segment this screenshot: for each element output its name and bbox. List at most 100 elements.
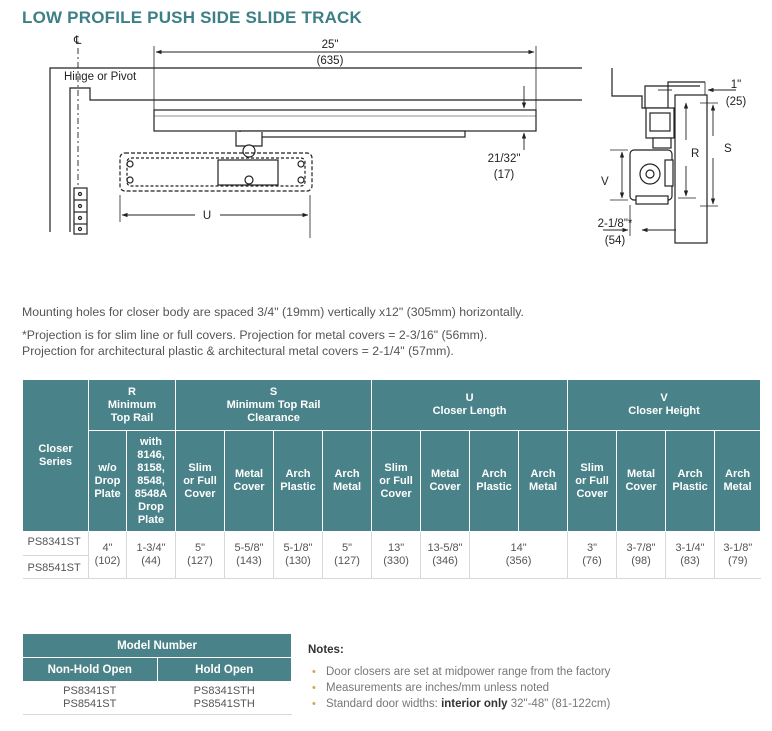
- dim-21-32-mm: (17): [494, 169, 515, 181]
- text-line: 1-3/4": [136, 542, 166, 554]
- series-item: PS8541ST: [27, 562, 81, 574]
- dim-1-mm: (25): [726, 96, 747, 108]
- value-s-metal: 5-5/8"(143): [224, 531, 274, 579]
- text-line: Minimum: [107, 398, 157, 411]
- text-line: Cover: [625, 481, 657, 493]
- centerline-symbol: ℄: [73, 35, 82, 47]
- text-line: (76): [582, 555, 602, 567]
- text-line: Cover: [184, 487, 216, 500]
- text-line: Metal: [528, 481, 558, 493]
- text-line: Arch: [677, 468, 703, 480]
- text-line: Slim: [188, 461, 212, 474]
- text-line: 3-1/8": [723, 542, 753, 554]
- text-line: w/o: [98, 461, 117, 474]
- text-line: (98): [631, 555, 651, 567]
- text-line: Clearance: [247, 411, 300, 424]
- text-line: S: [269, 385, 278, 398]
- text-line: Metal: [430, 468, 460, 480]
- closer-arm: [235, 132, 263, 147]
- text-line: 14": [510, 542, 527, 554]
- value-v-arch-plastic: 3-1/4"(83): [665, 531, 716, 579]
- text-line: U: [465, 392, 474, 404]
- text-line: (330): [383, 555, 409, 567]
- text-line: Minimum Top Rail: [226, 398, 321, 411]
- note-emphasis: interior only: [441, 698, 508, 710]
- text-line: 3": [587, 542, 598, 554]
- text-line: or Full: [379, 474, 413, 487]
- text-line: 13-5/8": [427, 542, 463, 554]
- text-line: Cover: [576, 487, 608, 500]
- dim-2-1-8-inch: 2-1/8"*: [598, 218, 633, 230]
- closer-body: [119, 152, 313, 192]
- text-line: Drop: [94, 474, 121, 487]
- text-line: Arch: [285, 468, 311, 480]
- text-line: Metal: [234, 468, 264, 480]
- frame-outline: [49, 67, 582, 232]
- hinge-label: Hinge or Pivot: [64, 71, 137, 83]
- text-line: 5": [194, 542, 206, 554]
- page-title: LOW PROFILE PUSH SIDE SLIDE TRACK: [22, 8, 363, 27]
- text-line: Slim: [580, 461, 604, 474]
- dim-u-label: U: [203, 210, 211, 222]
- text-line: (356): [505, 555, 532, 567]
- text-line: (143): [236, 555, 262, 567]
- table-row: PS8341ST PS8541ST 4"(102) 1-3/4"(44) 5"(…: [22, 531, 761, 579]
- list-item: Door closers are set at midpower range f…: [308, 664, 758, 680]
- note-text: Measurements are inches/mm unless noted: [326, 682, 550, 694]
- text-line: Drop: [138, 500, 164, 513]
- text-line: Cover: [233, 481, 265, 493]
- text-line: (102): [94, 555, 121, 567]
- text-line: Metal: [332, 481, 362, 493]
- dim-v-label: V: [601, 176, 609, 188]
- text-line: PS8541STH: [193, 698, 255, 710]
- text-line: (79): [728, 555, 748, 567]
- text-line: or Full: [575, 474, 609, 487]
- value-s-arch-plastic: 5-1/8"(130): [273, 531, 323, 579]
- text-line: Plate: [94, 487, 121, 500]
- text-line: Plastic: [476, 481, 512, 493]
- notes-section: Notes: Door closers are set at midpower …: [308, 644, 758, 712]
- model-number-table: Model Number Non-Hold Open Hold Open PS8…: [22, 633, 292, 715]
- text-line: (346): [432, 555, 458, 567]
- note-text: 32"-48" (81-122cm): [507, 698, 611, 710]
- text-line: 3-7/8": [626, 542, 656, 554]
- mounting-note: Mounting holes for closer body are space…: [22, 305, 524, 319]
- text-line: (83): [680, 555, 700, 567]
- text-line: Closer Length: [432, 405, 507, 417]
- value-r-without: 4"(102): [88, 531, 127, 579]
- dim-1-inch: 1": [731, 79, 741, 91]
- value-v-arch-metal: 3-1/8"(79): [714, 531, 761, 579]
- text-line: (130): [285, 555, 311, 567]
- dim-2-1-8-mm: (54): [605, 235, 626, 247]
- text-line: 8146,: [137, 448, 165, 461]
- text-line: Cover: [429, 481, 461, 493]
- text-line: 13": [387, 542, 405, 554]
- text-line: Arch: [725, 468, 751, 480]
- value-s-arch-metal: 5"(127): [322, 531, 373, 579]
- text-line: Plate: [137, 513, 165, 526]
- text-line: Plastic: [672, 481, 708, 493]
- text-line: PS8341ST: [63, 685, 117, 697]
- list-item: Standard door widths: interior only 32"-…: [308, 696, 758, 712]
- model-number-header: Model Number: [22, 633, 292, 658]
- text-line: Metal: [626, 468, 656, 480]
- text-line: Cover: [380, 487, 412, 500]
- value-s-slim: 5"(127): [175, 531, 225, 579]
- value-v-metal: 3-7/8"(98): [616, 531, 667, 579]
- dim-25-mm: (635): [317, 55, 344, 67]
